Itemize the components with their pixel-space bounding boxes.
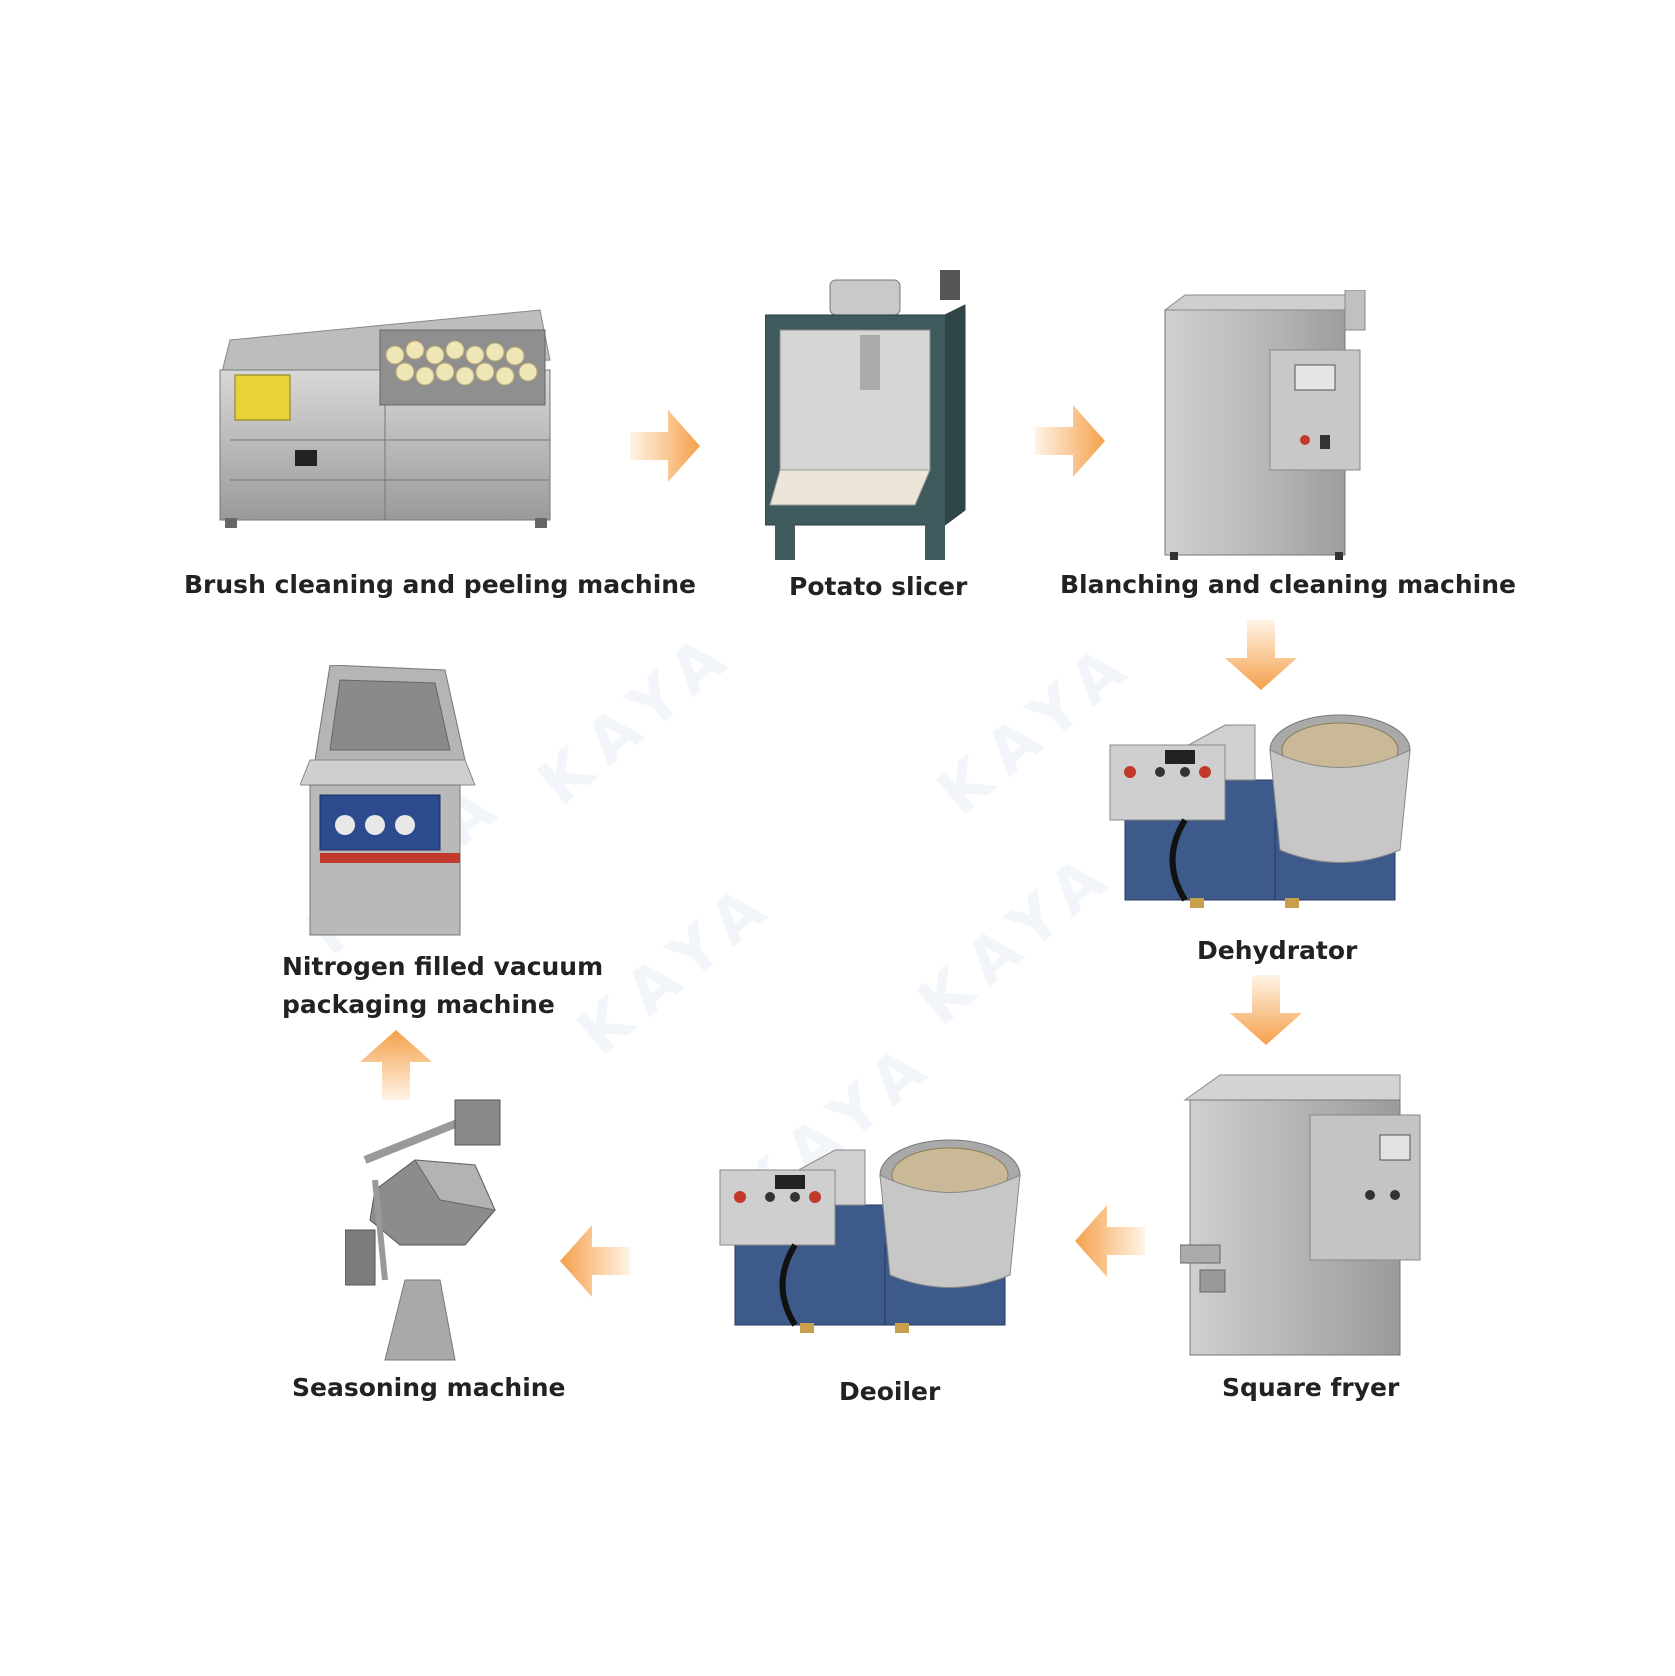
watermark: KAYA	[523, 613, 750, 820]
step-label-deoiler: Deoiler	[839, 1377, 941, 1406]
step-label-dehydrator: Dehydrator	[1197, 936, 1358, 965]
step-label-potato-slicer: Potato slicer	[789, 572, 968, 601]
step-label-packaging-line2: packaging machine	[282, 990, 555, 1019]
square-fryer-image	[1180, 1074, 1421, 1356]
watermark: KAYA	[903, 833, 1130, 1040]
brush-peeler-image	[219, 309, 551, 528]
deoiler-image	[719, 1139, 1021, 1333]
potato-slicer-image	[765, 270, 966, 560]
arrow-right-icon	[1035, 405, 1105, 477]
step-label-blancher: Blanching and cleaning machine	[1060, 570, 1516, 599]
arrow-down-icon	[1230, 975, 1302, 1045]
arrow-up-icon	[360, 1030, 432, 1100]
step-label-packaging-line1: Nitrogen filled vacuum	[282, 952, 604, 981]
arrow-left-icon	[1075, 1205, 1145, 1277]
step-label-square-fryer: Square fryer	[1222, 1373, 1400, 1402]
step-label-seasoning: Seasoning machine	[292, 1373, 566, 1402]
arrow-down-icon	[1225, 620, 1297, 690]
step-label-brush-peeler: Brush cleaning and peeling machine	[184, 570, 697, 599]
packaging-machine-image	[300, 665, 476, 936]
arrow-right-icon	[630, 410, 700, 482]
seasoning-machine-image	[345, 1099, 501, 1361]
blancher-image	[1163, 290, 1366, 560]
dehydrator-image	[1109, 714, 1411, 908]
arrow-left-icon	[560, 1225, 630, 1297]
